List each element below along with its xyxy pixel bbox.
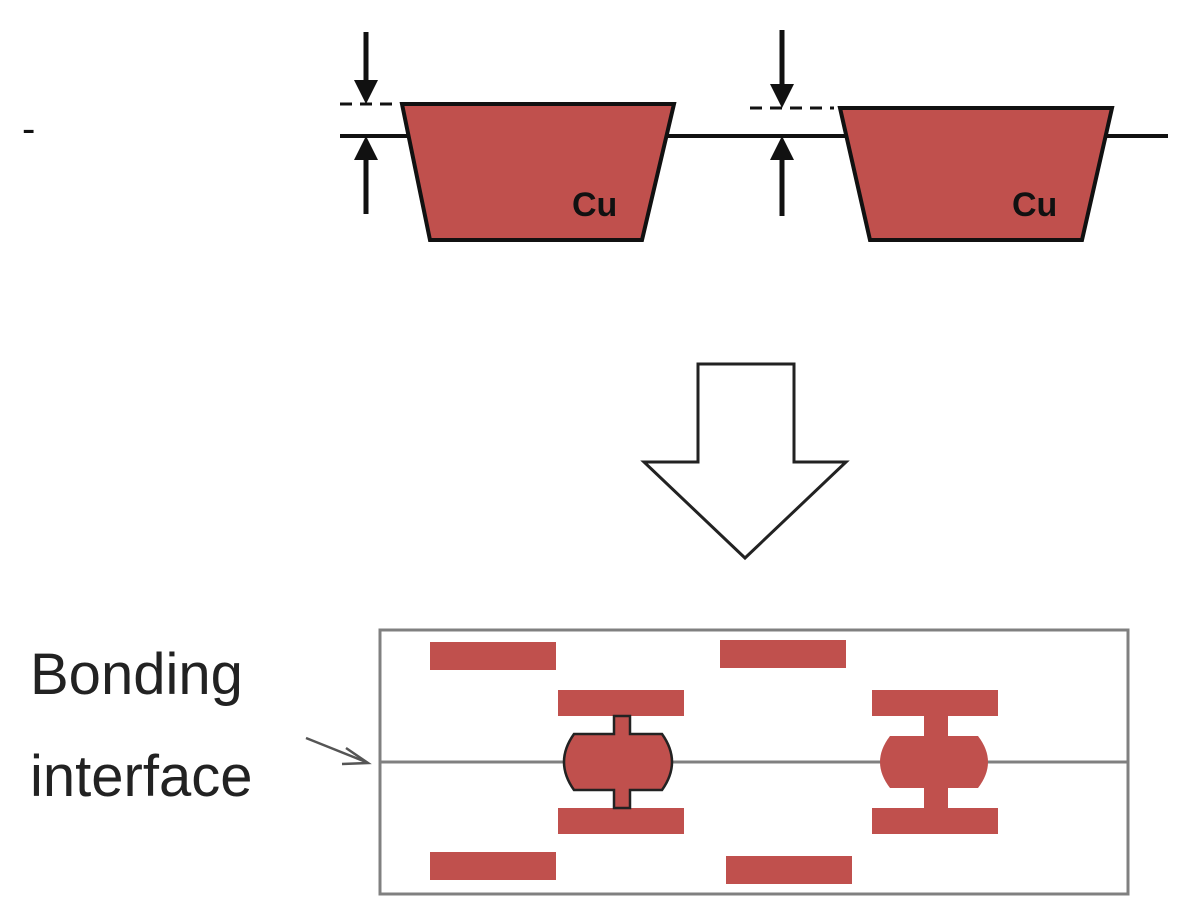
recess-marker-right-icon bbox=[750, 30, 834, 216]
dash-mark: - bbox=[22, 107, 35, 151]
bonding-label-line1: Bonding bbox=[30, 642, 243, 707]
copper-line-bottom-left bbox=[430, 852, 556, 880]
copper-pad-left bbox=[399, 102, 677, 242]
cu-label-left: Cu bbox=[572, 186, 617, 224]
copper-line-top-left bbox=[430, 642, 556, 670]
copper-line-bottom-mid bbox=[726, 856, 852, 884]
bonding-label-line2: interface bbox=[30, 744, 252, 809]
copper-pad-right bbox=[837, 106, 1115, 242]
bonded-joint-right bbox=[872, 690, 998, 834]
down-arrow-icon bbox=[640, 362, 850, 561]
pointer-arrow-icon bbox=[305, 736, 372, 766]
cu-label-right: Cu bbox=[1012, 186, 1057, 224]
bonded-joint-left bbox=[558, 690, 684, 834]
recess-marker-left-icon bbox=[340, 32, 400, 214]
before-bonding-section: Cu Cu bbox=[340, 30, 1168, 242]
copper-line-top-mid bbox=[720, 640, 846, 668]
after-bonding-section bbox=[378, 628, 1130, 896]
